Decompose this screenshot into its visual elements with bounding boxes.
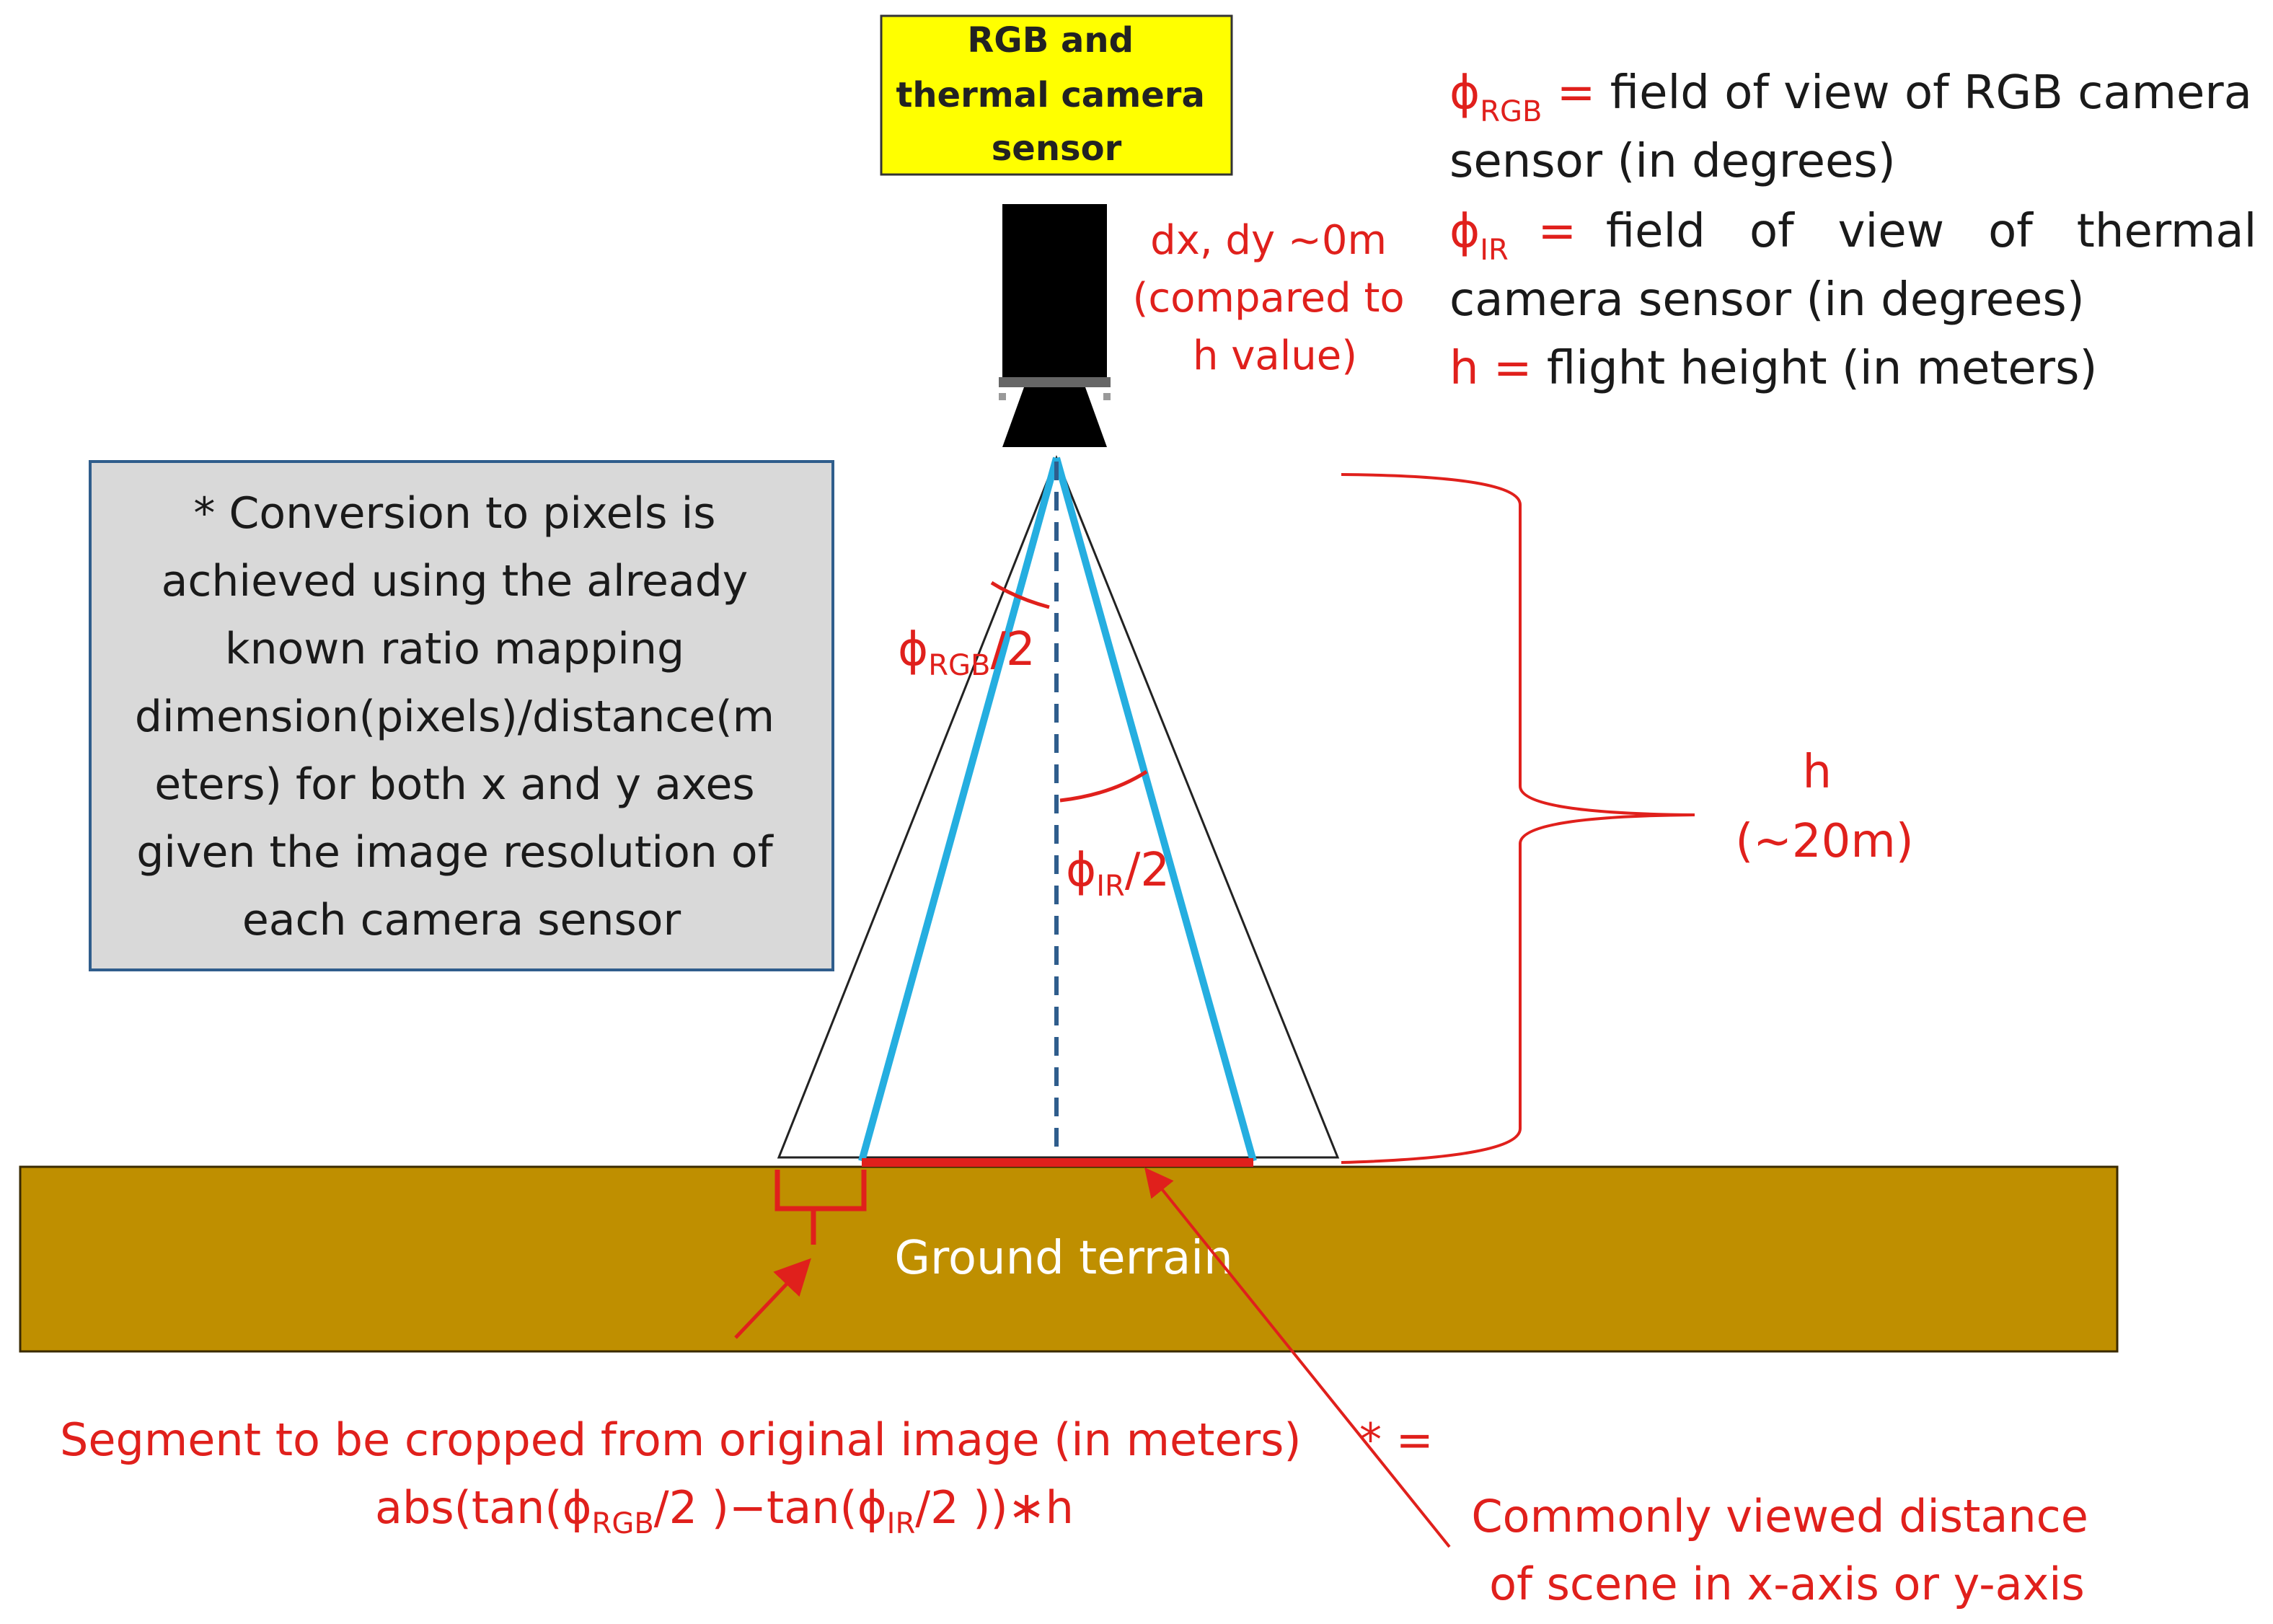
camera-icon — [999, 204, 1111, 447]
conversion-note: * Conversion to pixels is achieved using… — [135, 488, 788, 945]
segment-formula-line1: Segment to be cropped from original imag… — [60, 1413, 1434, 1466]
rgb-angle-arc — [990, 581, 1050, 609]
sensor-label: RGB and thermal camera sensor — [896, 20, 1217, 169]
legend-rgb: ϕRGB = field of view of RGB camera senso… — [1449, 66, 2267, 188]
common-distance-arrow — [1144, 1167, 1451, 1548]
common-distance-label: Commonly viewed distance of scene in x-a… — [1471, 1490, 2102, 1610]
ir-fov-left-edge — [858, 456, 1060, 1162]
ir-angle-arc — [1059, 769, 1148, 803]
ground-terrain — [19, 1165, 2119, 1353]
legend-ir: ϕIR = field of view of thermal camera se… — [1449, 205, 2272, 327]
crop-arrow — [734, 1258, 811, 1339]
segment-formula-line2: abs(tan(ϕRGB/2 )−tan(ϕIR/2 ))∗h — [375, 1481, 1074, 1540]
height-brace — [1341, 473, 1695, 1164]
crop-bracket — [774, 1170, 867, 1245]
conversion-note-box — [89, 460, 834, 971]
ir-fov-right-edge — [1053, 456, 1257, 1162]
offset-note: dx, dy ~0m (compared to h value) — [1133, 217, 1418, 379]
ir-angle-label: ϕIR/2 — [1066, 844, 1170, 903]
legend-h: h = flight height (in meters) — [1449, 342, 2097, 395]
ground-label: Ground terrain — [894, 1232, 1232, 1285]
rgb-angle-label: ϕRGB/2 — [898, 623, 1036, 682]
height-label: h (~20m) — [1735, 746, 1913, 868]
sensor-label-box — [880, 14, 1233, 176]
